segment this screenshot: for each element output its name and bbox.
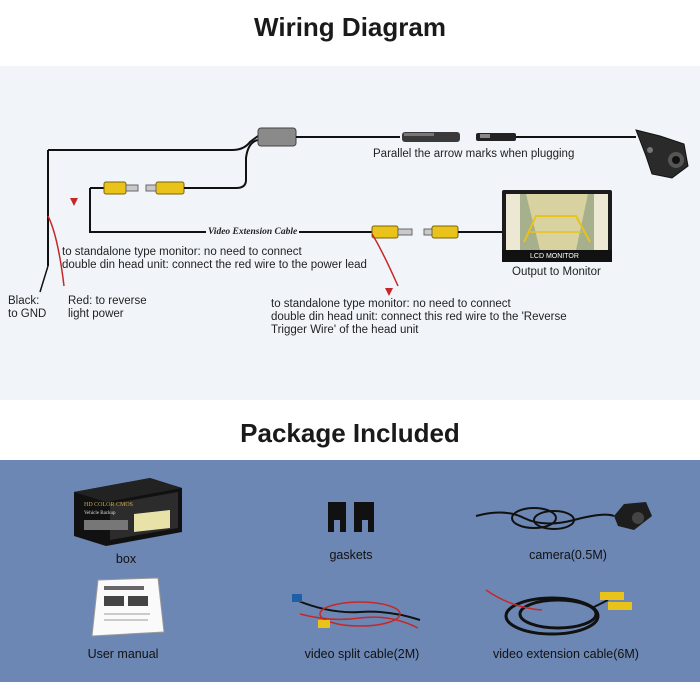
rca-connector-monitor-side bbox=[371, 225, 502, 239]
splitter-body bbox=[257, 127, 297, 147]
package-panel: HD COLOR CMOS Vehicle Backup box gaskets… bbox=[0, 460, 700, 682]
camera-trunk-cable bbox=[48, 135, 259, 151]
output-to-monitor-label: Output to Monitor bbox=[512, 266, 601, 278]
black-wire-label: Black: to GND bbox=[8, 295, 47, 320]
lcd-monitor-graphic bbox=[502, 190, 612, 262]
red-wire-label: Red: to reverse light power bbox=[68, 295, 147, 320]
arrow-marker-left bbox=[70, 198, 78, 206]
bottom-connection-note: to standalone type monitor: no need to c… bbox=[271, 298, 567, 336]
package-included-title: Package Included bbox=[240, 418, 460, 448]
box-label: box bbox=[115, 552, 137, 566]
camera-graphic bbox=[635, 129, 689, 179]
black-gnd-wire bbox=[39, 265, 49, 293]
arrow-marks-note: Parallel the arrow marks when plugging bbox=[373, 148, 575, 160]
split-cable-label: video split cable(2M) bbox=[304, 647, 420, 661]
split-cable bbox=[200, 139, 259, 189]
extension-cable-icon bbox=[482, 580, 642, 647]
top-connection-note: to standalone type monitor: no need to c… bbox=[62, 246, 367, 271]
svg-text:HD COLOR CMOS: HD COLOR CMOS bbox=[84, 502, 133, 508]
extension-cable-label: video extension cable(6M) bbox=[493, 647, 639, 661]
wiring-diagram-graphic bbox=[39, 127, 689, 296]
video-extension-cable-label: Video Extension Cable bbox=[206, 226, 300, 239]
red-power-wire bbox=[47, 215, 65, 287]
camera-icon bbox=[474, 494, 674, 549]
user-manual-label: User manual bbox=[87, 647, 159, 661]
camera-label: camera(0.5M) bbox=[529, 548, 607, 562]
gaskets-icon bbox=[326, 500, 376, 539]
red-trigger-wire bbox=[371, 233, 399, 287]
manual-icon bbox=[88, 576, 168, 643]
wiring-diagram-title: Wiring Diagram bbox=[254, 12, 446, 42]
rca-connector-camera-side bbox=[90, 181, 200, 195]
split-cable-icon bbox=[290, 584, 430, 649]
lcd-monitor-label: LCD MONITOR bbox=[530, 253, 579, 260]
box-icon: HD COLOR CMOS Vehicle Backup bbox=[70, 474, 185, 554]
arrow-marker-right bbox=[385, 288, 393, 296]
gaskets-label: gaskets bbox=[329, 548, 373, 562]
wiring-diagram-panel: Parallel the arrow marks when plugging V… bbox=[0, 66, 700, 400]
svg-text:Vehicle Backup: Vehicle Backup bbox=[84, 511, 116, 516]
